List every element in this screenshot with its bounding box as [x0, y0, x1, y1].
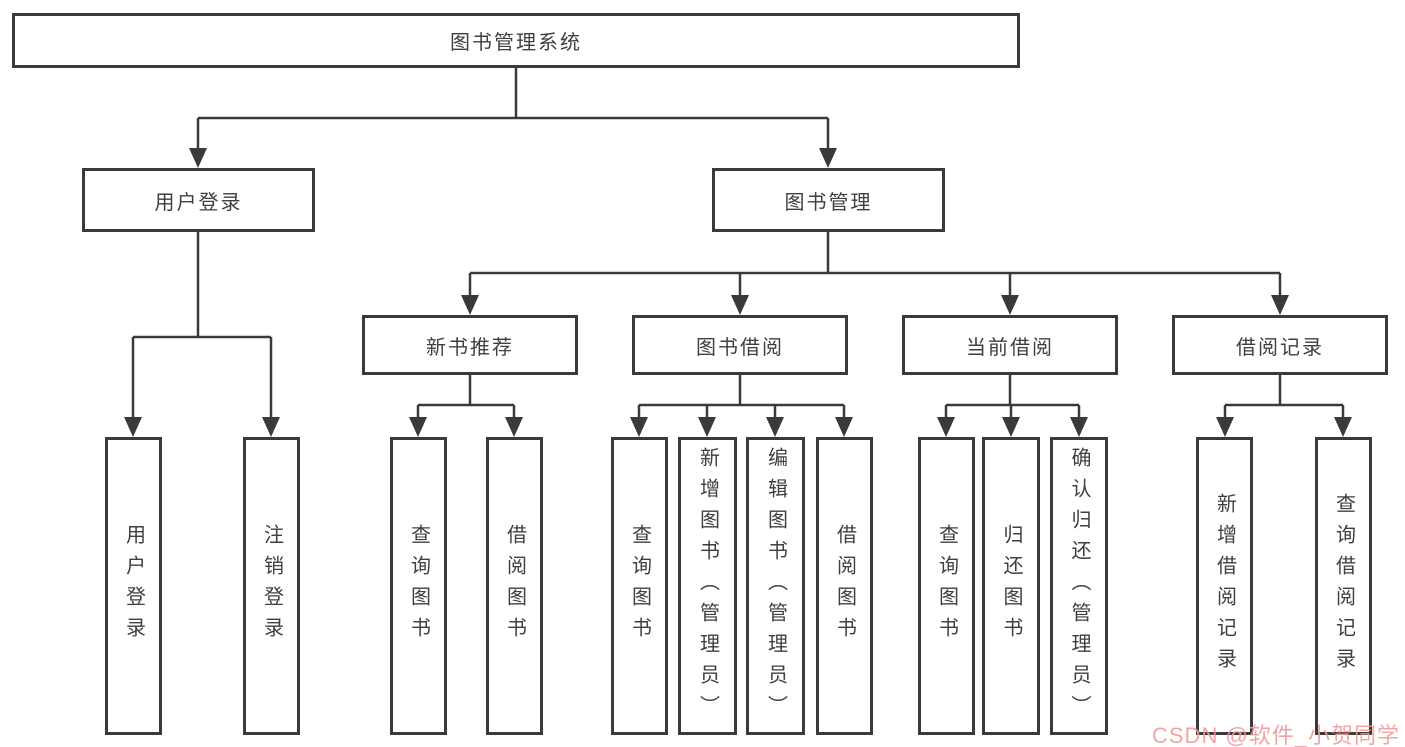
node-borrow-records: 借阅记录: [1172, 315, 1388, 375]
leaf-query-books-current: 查询图书: [918, 437, 975, 735]
leaf-add-borrow-record: 新增借阅记录: [1196, 437, 1253, 735]
node-book-borrow: 图书借阅: [632, 315, 848, 375]
csdn-watermark: CSDN @软件_小贺同学: [1152, 723, 1401, 747]
leaf-add-books-admin: 新增图书（管理员）: [678, 437, 737, 735]
arrowheads: [124, 148, 1352, 437]
leaf-query-books-recommend: 查询图书: [390, 437, 447, 735]
leaf-query-books-borrow: 查询图书: [611, 437, 668, 735]
node-book-management: 图书管理: [712, 168, 945, 232]
node-current-borrow: 当前借阅: [902, 315, 1118, 375]
node-new-book-recommend: 新书推荐: [362, 315, 578, 375]
node-user-login: 用户登录: [82, 168, 315, 232]
leaf-confirm-return-admin: 确认归还（管理员）: [1050, 437, 1108, 735]
leaf-borrow-books: 借阅图书: [816, 437, 873, 735]
leaf-logout: 注销登录: [243, 437, 300, 735]
leaf-edit-books-admin: 编辑图书（管理员）: [746, 437, 805, 735]
leaf-return-books: 归还图书: [982, 437, 1040, 735]
leaf-user-login: 用户登录: [105, 437, 162, 735]
leaf-query-borrow-record: 查询借阅记录: [1315, 437, 1372, 735]
node-root-system: 图书管理系统: [12, 13, 1020, 68]
leaf-borrow-books-recommend: 借阅图书: [486, 437, 543, 735]
